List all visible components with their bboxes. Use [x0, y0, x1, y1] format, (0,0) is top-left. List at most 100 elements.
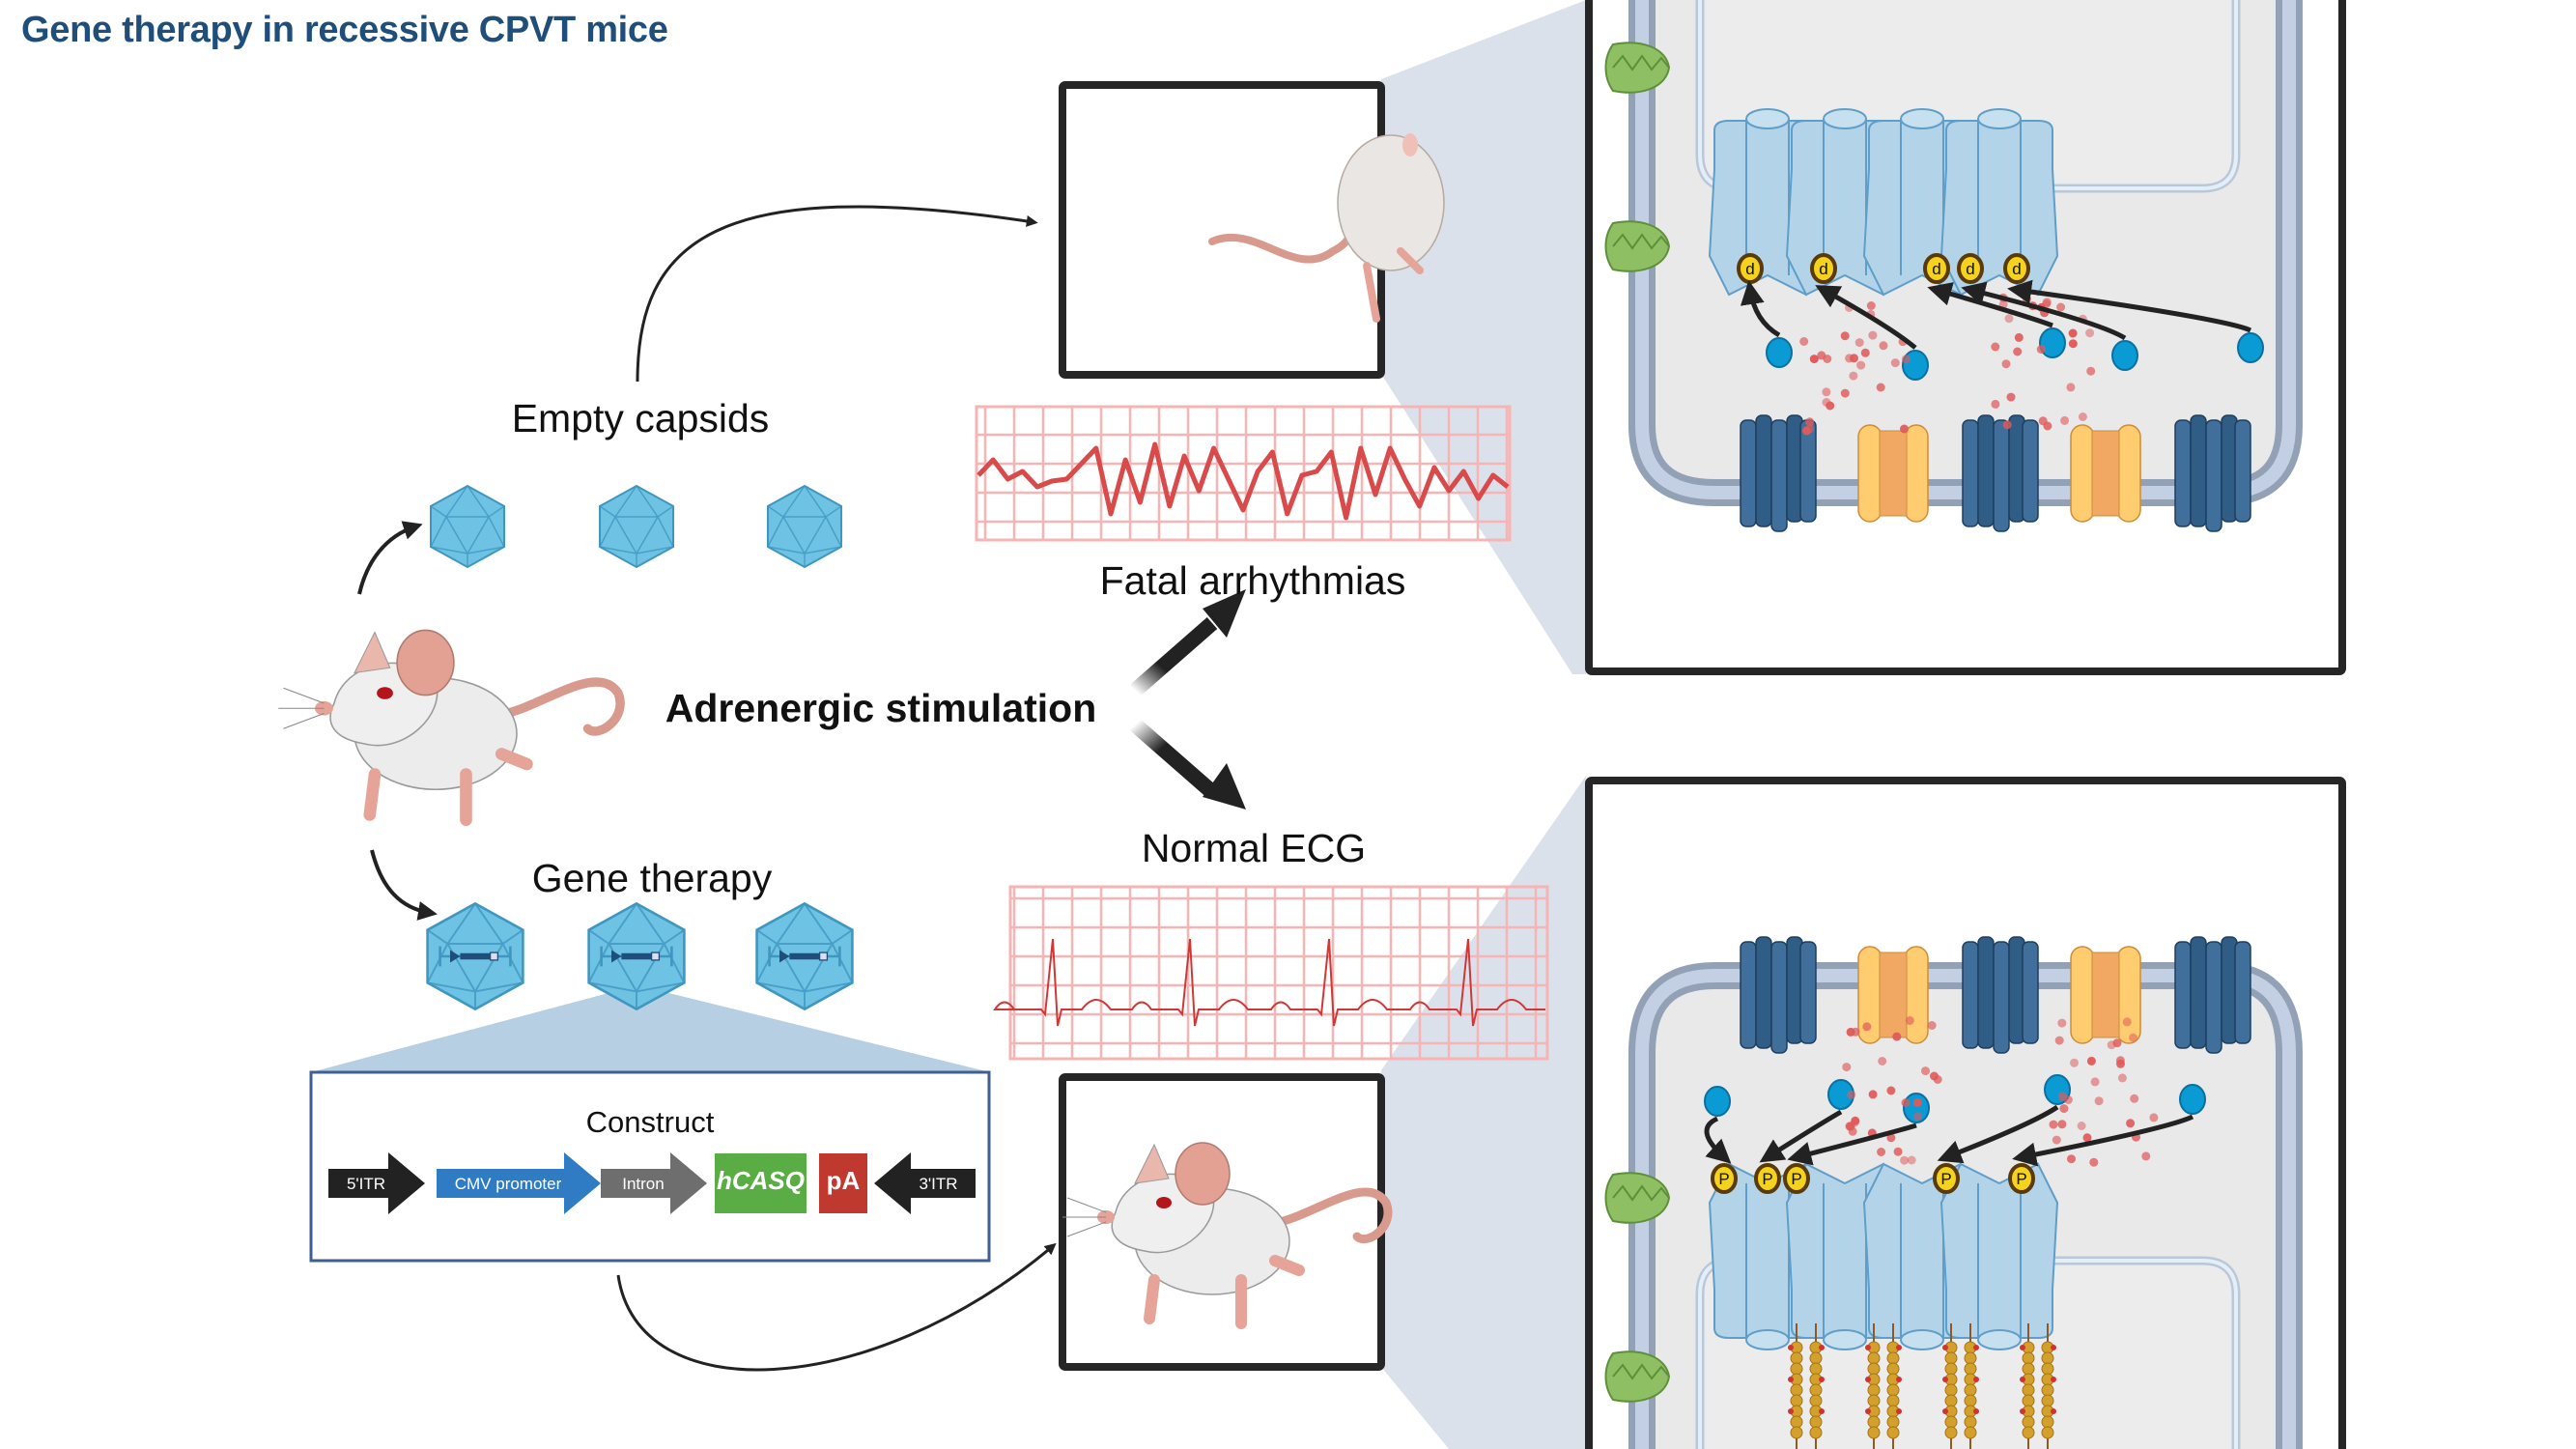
calcium-ion: [2056, 302, 2066, 312]
zoom-wedge-top: [1381, 0, 1586, 674]
calcium-ion: [1849, 371, 1858, 381]
calsequestrin-bead: [1790, 1394, 1803, 1407]
beta-adrenergic-receptor-icon: [1962, 936, 2039, 1054]
construct-element-hcasq: hCASQ: [715, 1153, 807, 1213]
calsequestrin-bead: [1944, 1383, 1958, 1397]
calsequestrin-bead: [1886, 1383, 1900, 1397]
phosphorylation-badge: P: [1711, 1163, 1738, 1194]
calcium-ion: [1799, 337, 1809, 346]
calcium-ion: [1805, 417, 1815, 427]
calsequestrin-bead: [1886, 1415, 1900, 1429]
calsequestrin-bead: [1944, 1394, 1958, 1407]
camp-molecule-icon: [2179, 1084, 2206, 1115]
calcium-ion: [2042, 299, 2052, 309]
calcium-ion: [1868, 1090, 1878, 1099]
calcium-ion: [1912, 1097, 1922, 1107]
label-fatal-arrhythmias: Fatal arrhythmias: [1099, 558, 1406, 603]
calcium-ion: [1860, 348, 1870, 357]
beta-adrenergic-receptor-icon: [2174, 414, 2251, 532]
calsequestrin-bead: [2022, 1415, 2035, 1429]
calcium-ion: [1817, 351, 1826, 360]
calcium-ion: [2054, 1036, 2064, 1045]
calcium-ion: [1901, 1098, 1911, 1107]
calcium-ion: [1856, 360, 1866, 370]
calsequestrin-bead: [2041, 1362, 2054, 1376]
arrow-to-healthy-mouse: [616, 1242, 1057, 1372]
construct-element-label: 3'ITR: [919, 1175, 957, 1193]
calsequestrin-bead: [1944, 1351, 1958, 1365]
l-type-calcium-channel-icon: [2070, 424, 2141, 523]
calcium-ion: [2068, 339, 2078, 349]
svg-text:P: P: [2016, 1170, 2026, 1188]
label-empty-capsids: Empty capsids: [511, 396, 770, 440]
signaling-arrow: [1815, 285, 1917, 350]
calcium-ion: [1886, 1133, 1896, 1143]
beta-adrenergic-receptor-icon: [1740, 936, 1817, 1054]
calcium-ion: [2049, 1120, 2058, 1129]
phosphorylation-badge: P: [1783, 1163, 1810, 1194]
calsequestrin-bead: [2022, 1394, 2035, 1407]
calsequestrin-bead: [1944, 1362, 1958, 1376]
zoom-wedge-bottom: [1381, 776, 1586, 1449]
calsequestrin-bead: [2022, 1351, 2035, 1365]
calsequestrin-bead: [2041, 1426, 2054, 1439]
calcium-ion: [1991, 342, 2000, 352]
svg-text:P: P: [1791, 1170, 1801, 1188]
svg-text:d: d: [2012, 260, 2021, 278]
signaling-arrow: [1937, 1104, 2059, 1164]
construct-element-label: CMV promoter: [455, 1175, 562, 1193]
calcium-ion: [1845, 354, 1854, 363]
calsequestrin-bead: [1886, 1362, 1900, 1376]
signaling-arrow: [1787, 1122, 1917, 1166]
construct-element-3-itr: 3'ITR: [874, 1152, 976, 1214]
calcium-ion: [2122, 1017, 2132, 1027]
arrow-normal: [1129, 718, 1246, 810]
calcium-ion: [2013, 347, 2023, 356]
calsequestrin-bead: [1790, 1426, 1803, 1439]
calcium-ion: [1900, 1155, 1910, 1165]
signaling-arrow: [2007, 279, 2252, 333]
ryanodine-receptor-icon: [1940, 1163, 2058, 1350]
calcium-ion: [2006, 392, 2016, 402]
calsequestrin-bead: [1867, 1362, 1881, 1376]
calsequestrin-bead: [1964, 1394, 1977, 1407]
calsequestrin-bead: [2041, 1383, 2054, 1397]
arrow-to-dead-mouse: [636, 205, 1038, 383]
calcium-ion: [2086, 1056, 2096, 1065]
calsequestrin-bead: [2041, 1351, 2054, 1365]
construct-wedge: [311, 985, 990, 1072]
calcium-ion: [1840, 388, 1850, 398]
calcium-ion: [2052, 1135, 2061, 1145]
calcium-ion: [1868, 330, 1878, 340]
arrow-to-gene-therapy: [370, 849, 438, 921]
camp-molecule-icon: [2237, 332, 2264, 363]
calsequestrin-bead: [1944, 1426, 1958, 1439]
capsid-empty: [599, 485, 674, 568]
calsequestrin-bead: [2041, 1415, 2054, 1429]
calcium-ion: [2130, 1094, 2139, 1103]
calcium-ion: [2059, 1104, 2069, 1114]
label-adrenergic-stimulation: Adrenergic stimulation: [665, 686, 1097, 730]
calcium-ion: [2077, 1122, 2086, 1130]
calcium-ion: [1826, 401, 1835, 411]
calcium-ion: [2129, 1033, 2137, 1042]
svg-text:P: P: [1718, 1170, 1729, 1188]
calcium-ion: [1840, 331, 1850, 341]
calsequestrin-bead: [1809, 1383, 1823, 1397]
construct-element-label: Intron: [622, 1175, 664, 1193]
calcium-ion: [1991, 399, 2000, 409]
calcium-ion: [2057, 1092, 2067, 1101]
calcium-ion: [2014, 332, 2024, 342]
calcium-ion: [1805, 424, 1815, 434]
calcium-ion: [2089, 1157, 2099, 1167]
calcium-ion: [1900, 424, 1909, 434]
calcium-ion: [1890, 358, 1900, 368]
calcium-ion: [1901, 355, 1911, 364]
calcium-ion: [2066, 383, 2076, 392]
calsequestrin-bead: [2041, 1394, 2054, 1407]
calcium-ion: [2001, 359, 2011, 369]
capsid-with-construct: [755, 902, 854, 1010]
calcium-ion: [2060, 415, 2070, 425]
